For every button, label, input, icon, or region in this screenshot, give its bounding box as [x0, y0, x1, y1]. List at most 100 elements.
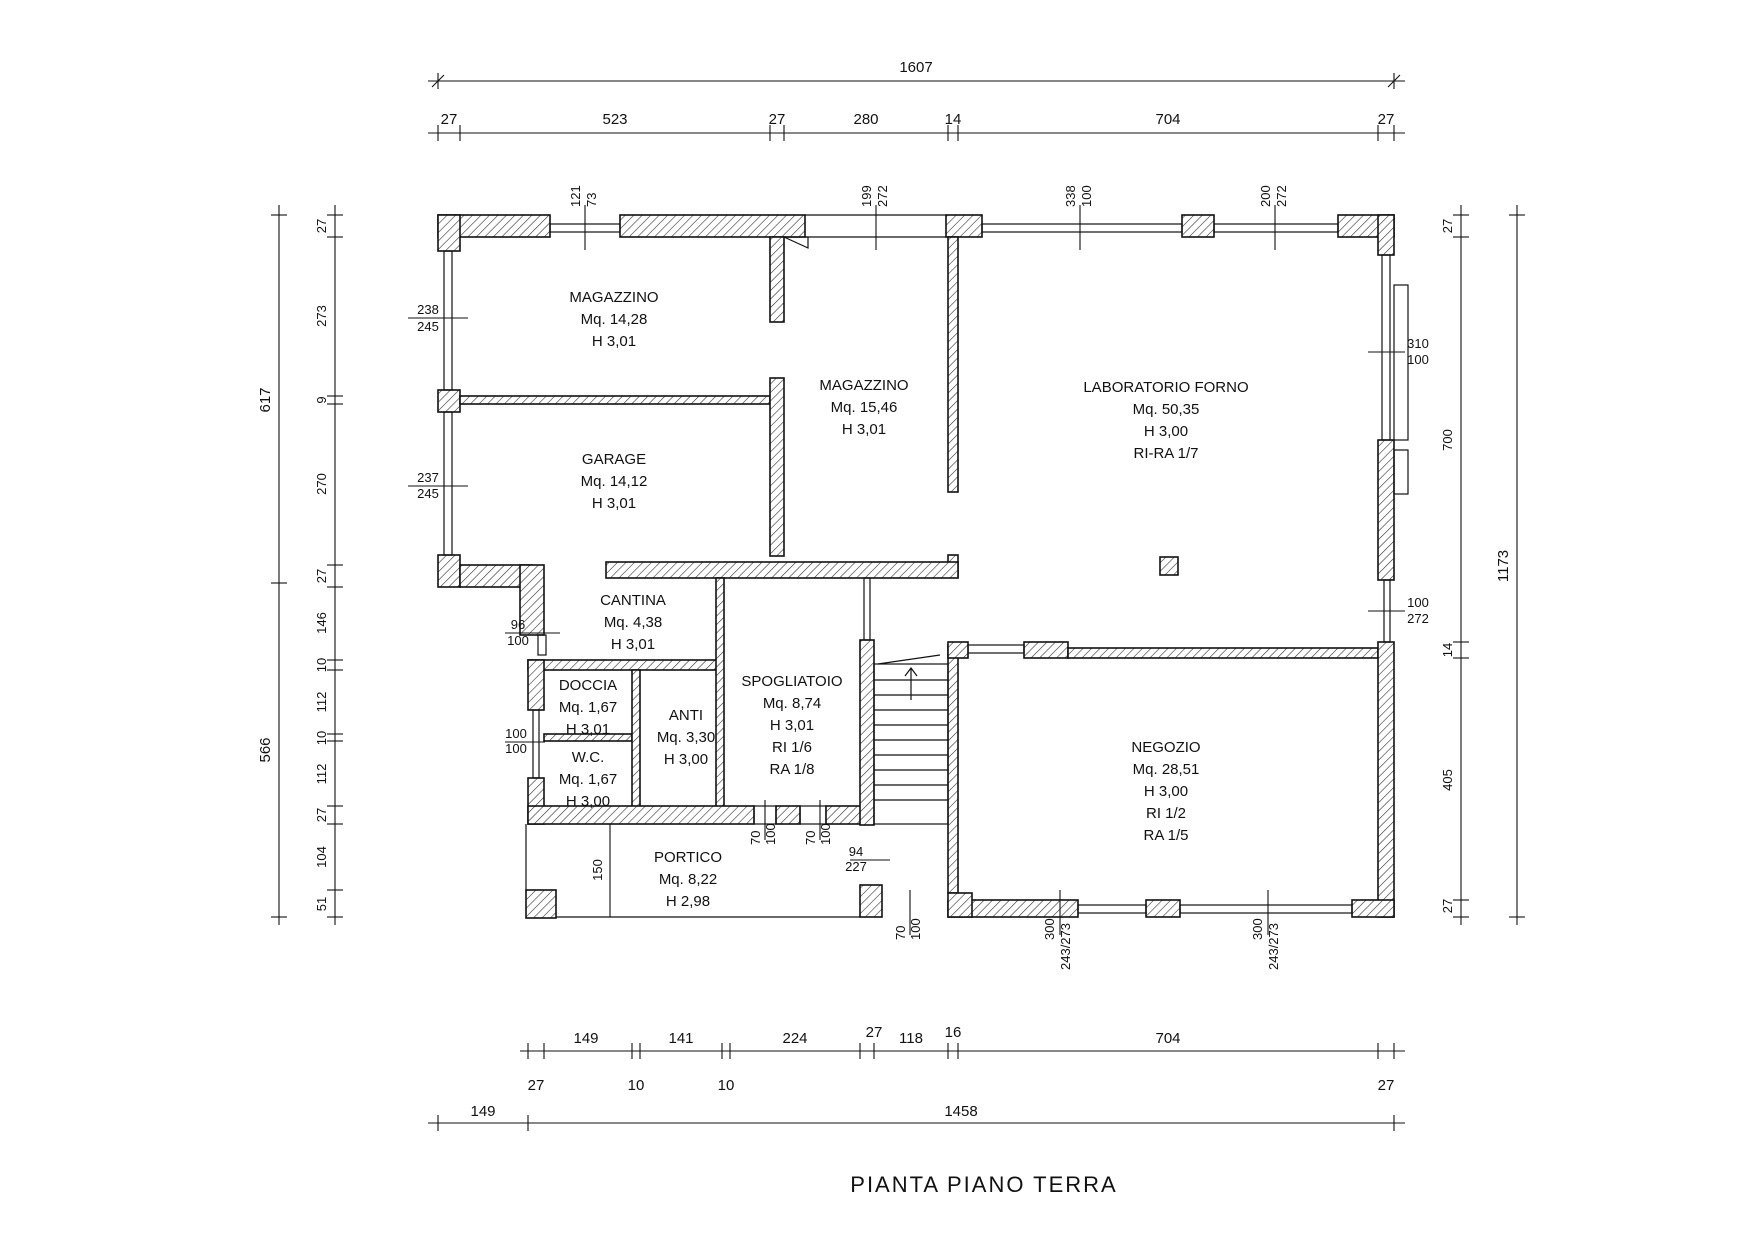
room-portico: PORTICO Mq. 8,22 H 2,98	[654, 849, 722, 910]
room-cantina: CANTINA Mq. 4,38 H 3,01	[600, 592, 666, 653]
dim-left: 104	[314, 846, 329, 868]
room-area: Mq. 14,12	[581, 473, 648, 490]
room-doccia: DOCCIA Mq. 1,67 H 3,01	[559, 677, 617, 738]
room-height: H 3,01	[842, 421, 886, 438]
opening-top: 94	[849, 844, 863, 859]
opening-bottom: 245	[417, 319, 439, 334]
opening-top: 300	[1250, 918, 1265, 940]
room-ratio: RI-RA 1/7	[1133, 445, 1198, 462]
room-name: NEGOZIO	[1131, 739, 1200, 756]
room-ri: RI 1/2	[1146, 805, 1186, 822]
dim-left: 27	[314, 808, 329, 822]
room-area: Mq. 1,67	[559, 771, 617, 788]
opening-top: 70	[803, 831, 818, 845]
room-name: ANTI	[669, 707, 703, 724]
opening-top: 200	[1258, 185, 1273, 207]
opening-bottom: 100	[507, 633, 529, 648]
room-labels: MAGAZZINO Mq. 14,28 H 3,01 MAGAZZINO Mq.…	[559, 289, 1249, 910]
dim-right: 700	[1440, 429, 1455, 451]
opening-bottom: 100	[818, 823, 833, 845]
opening-bottom: 243/273	[1058, 923, 1073, 970]
room-negozio: NEGOZIO Mq. 28,51 H 3,00 RI 1/2 RA 1/5	[1131, 739, 1200, 844]
dim-bottom-total: 1458	[944, 1103, 977, 1120]
walls	[437, 214, 1409, 919]
dim-left-total: 617	[257, 387, 274, 412]
room-height: H 3,01	[566, 721, 610, 738]
room-height: H 3,01	[770, 717, 814, 734]
room-spogliatoio: SPOGLIATOIO Mq. 8,74 H 3,01 RI 1/6 RA 1/…	[741, 673, 842, 778]
dim-right: 27	[1440, 899, 1455, 913]
opening-bottom: 100	[1079, 185, 1094, 207]
room-area: Mq. 3,30	[657, 729, 715, 746]
opening-bottom: 100	[505, 741, 527, 756]
dim-left: 10	[314, 731, 329, 745]
room-laboratorio-forno: LABORATORIO FORNO Mq. 50,35 H 3,00 RI-RA…	[1083, 379, 1248, 462]
room-area: Mq. 8,74	[763, 695, 821, 712]
room-area: Mq. 14,28	[581, 311, 648, 328]
room-ra: RA 1/8	[769, 761, 814, 778]
dim-top: 14	[945, 111, 962, 128]
opening-top: 238	[417, 302, 439, 317]
dim-bottom-under: 27	[528, 1077, 545, 1094]
dim-bottom: 149	[573, 1030, 598, 1047]
room-area: Mq. 15,46	[831, 399, 898, 416]
dim-bottom: 704	[1155, 1030, 1180, 1047]
opening-top: 70	[748, 831, 763, 845]
dim-right: 27	[1440, 219, 1455, 233]
dim-top-total: 1607	[899, 59, 932, 76]
opening-bottom: 227	[845, 859, 867, 874]
dim-bottom-total: 149	[470, 1103, 495, 1120]
dim-right-total: 1173	[1495, 550, 1512, 582]
dim-left: 27	[314, 219, 329, 233]
dim-top: 704	[1155, 111, 1180, 128]
dim-left: 51	[314, 897, 329, 911]
dim-bottom-under: 10	[628, 1077, 645, 1094]
room-magazzino-2: MAGAZZINO Mq. 15,46 H 3,01	[819, 377, 908, 438]
dim-top: 27	[769, 111, 786, 128]
room-name: CANTINA	[600, 592, 666, 609]
opening-top: 199	[859, 185, 874, 207]
dim-left: 146	[314, 612, 329, 634]
staircase	[873, 654, 949, 825]
opening-top: 96	[511, 617, 525, 632]
room-height: H 3,00	[566, 793, 610, 810]
opening-bottom: 272	[1407, 611, 1429, 626]
room-name: GARAGE	[582, 451, 646, 468]
opening-bottom: 100	[1407, 352, 1429, 367]
dim-left: 10	[314, 658, 329, 672]
dim-bottom-under: 10	[718, 1077, 735, 1094]
dim-bottom: 224	[782, 1030, 807, 1047]
dim-left: 112	[314, 692, 329, 713]
room-garage: GARAGE Mq. 14,12 H 3,01	[581, 451, 648, 512]
dim-bottom: 27	[866, 1024, 883, 1041]
room-name: SPOGLIATOIO	[741, 673, 842, 690]
room-name: LABORATORIO FORNO	[1083, 379, 1248, 396]
room-height: H 3,01	[611, 636, 655, 653]
opening-top: 100	[505, 726, 527, 741]
room-anti: ANTI Mq. 3,30 H 3,00	[657, 707, 715, 768]
opening-top: 70	[893, 926, 908, 940]
dim-left-total: 566	[257, 737, 274, 762]
room-ri: RI 1/6	[772, 739, 812, 756]
opening-top: 121	[568, 185, 583, 207]
room-name: PORTICO	[654, 849, 722, 866]
room-area: Mq. 4,38	[604, 614, 662, 631]
opening-bottom: 245	[417, 486, 439, 501]
dim-bottom: 16	[945, 1024, 962, 1041]
dim-right: 14	[1440, 643, 1455, 657]
dim-top: 27	[1378, 111, 1395, 128]
opening-labels: 121 73 199 272 338 100 200 272 238 245 2…	[417, 185, 1429, 970]
dim-porch-depth: 150	[590, 859, 605, 881]
dim-top: 27	[441, 111, 458, 128]
opening-bottom: 243/273	[1266, 923, 1281, 970]
room-height: H 3,00	[1144, 423, 1188, 440]
dim-top: 280	[853, 111, 878, 128]
opening-bottom: 272	[875, 185, 890, 207]
room-name: W.C.	[572, 749, 605, 766]
dim-right: 405	[1440, 769, 1455, 791]
room-area: Mq. 1,67	[559, 699, 617, 716]
opening-bottom: 73	[584, 193, 599, 207]
room-area: Mq. 50,35	[1133, 401, 1200, 418]
opening-top: 237	[417, 470, 439, 485]
